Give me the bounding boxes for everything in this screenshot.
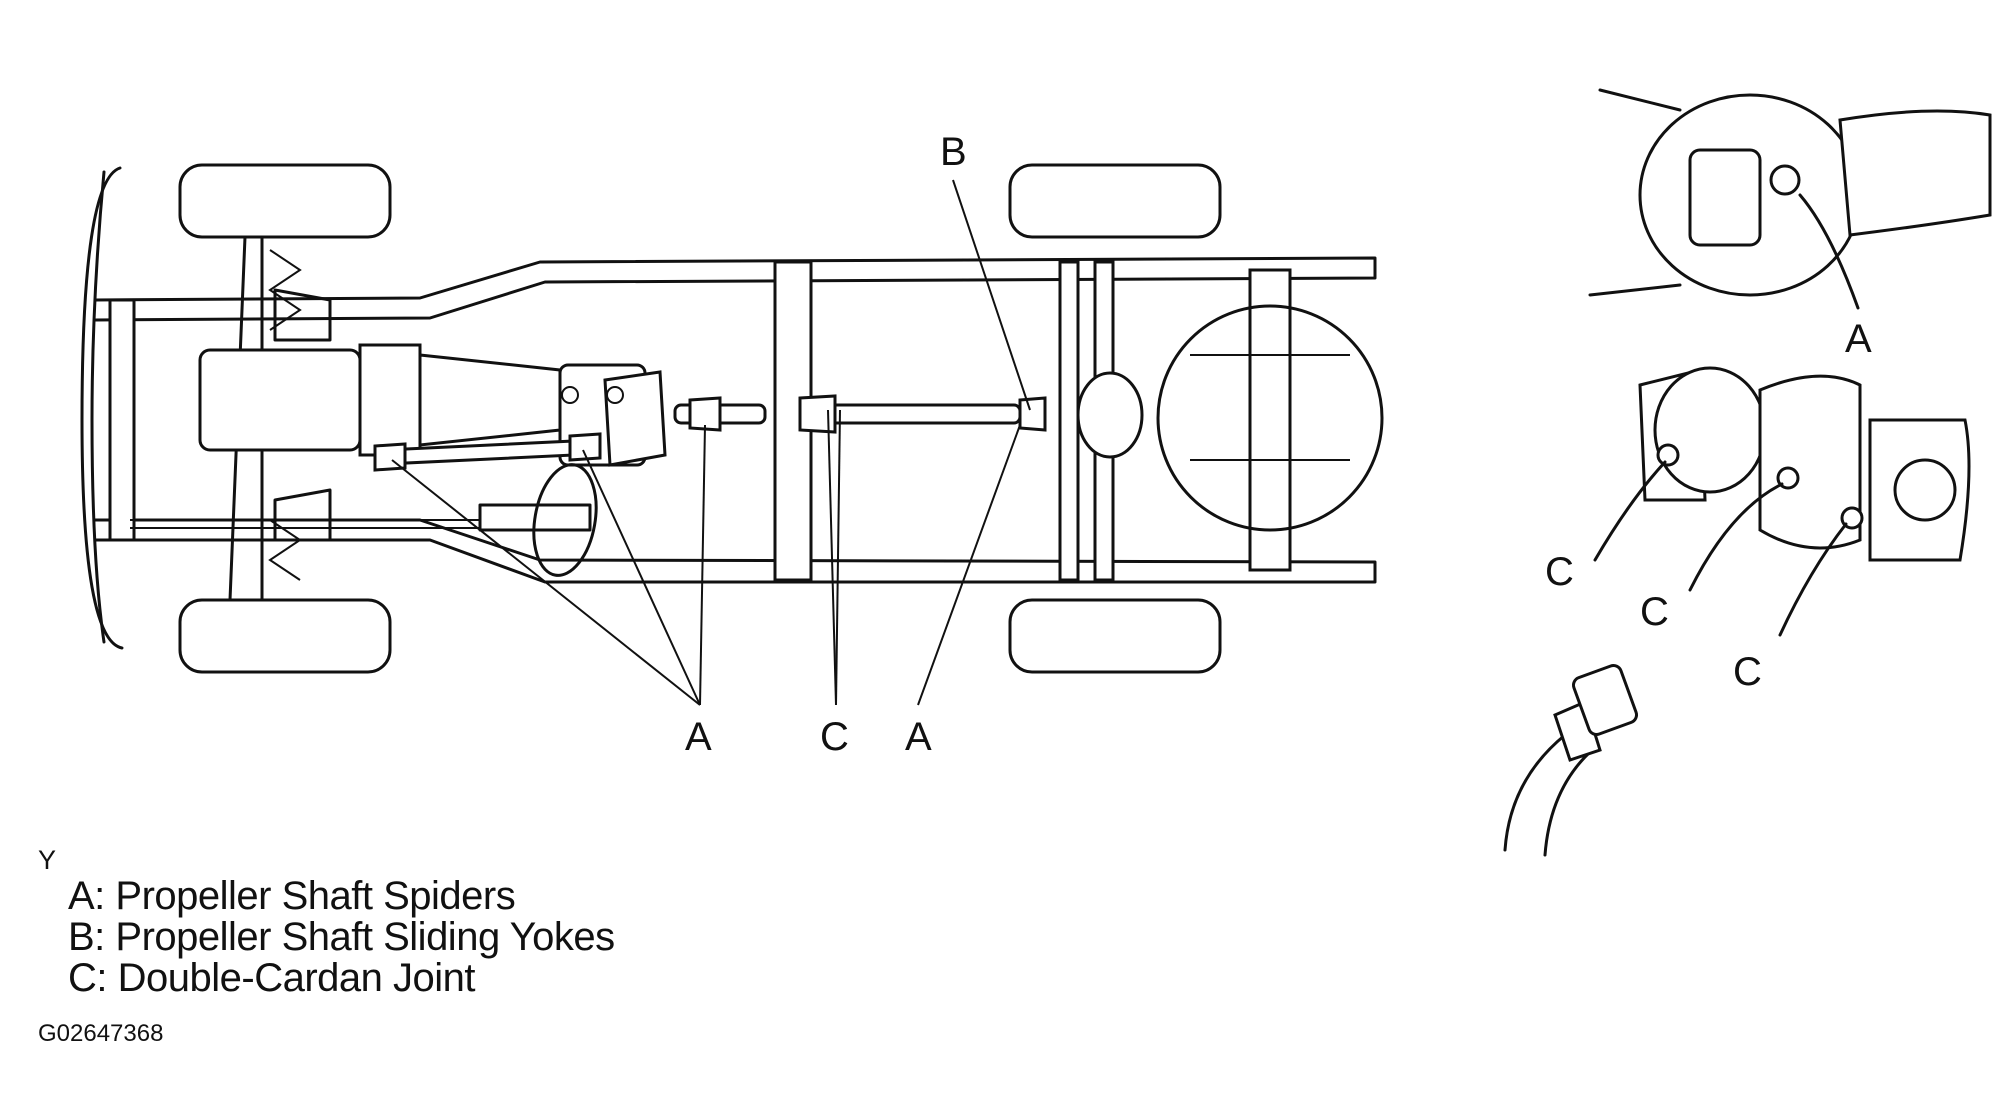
callout-b-slip-yoke: B	[940, 130, 967, 174]
legend-item-c: C: Double-Cardan Joint	[68, 956, 475, 1000]
callout-c-center: C	[820, 715, 849, 759]
legend-item-a: A: Propeller Shaft Spiders	[68, 874, 516, 918]
callout-c-detail-2: C	[1640, 590, 1669, 634]
callout-a-front: A	[685, 715, 712, 759]
legend-item-b: B: Propeller Shaft Sliding Yokes	[68, 915, 615, 959]
figure-id: G02647368	[38, 1020, 164, 1047]
spider-detail-drawing	[1588, 88, 1992, 310]
legend: Y A: Propeller Shaft Spiders B: Propelle…	[38, 845, 615, 999]
callout-c-detail-3: C	[1733, 650, 1762, 694]
double-cardan-detail-drawing	[1503, 366, 1971, 857]
callout-c-detail-1: C	[1545, 550, 1574, 594]
leader-lines	[391, 179, 1031, 706]
chassis-drawing	[80, 163, 1384, 674]
legend-marker: Y	[38, 845, 57, 875]
callout-a-rear: A	[905, 715, 932, 759]
callout-a-detail: A	[1845, 317, 1872, 361]
